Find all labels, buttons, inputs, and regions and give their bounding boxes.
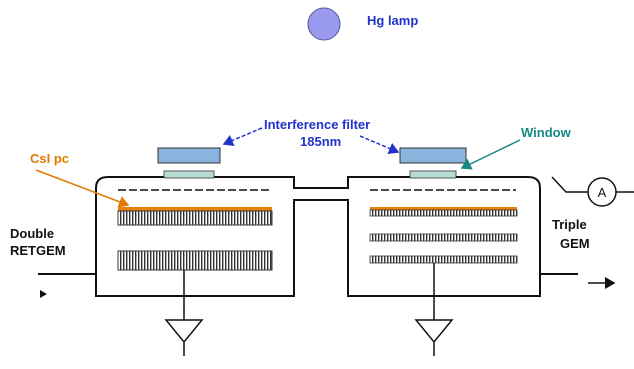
csi-photocathode-left [118,207,272,211]
csi-label: CsI pc [30,151,70,166]
filter-arrow-icon [222,127,263,147]
window-left [163,170,215,179]
hg-lamp-icon [307,7,341,41]
ammeter-icon [587,177,617,207]
gem-2 [369,233,518,242]
double-retgem-label-line2: RETGEM [10,243,66,258]
interference-filter-left [157,147,221,164]
chamber-outline [95,176,541,297]
left-input-arrow-icon [40,290,47,298]
ground-symbol-icon [164,319,204,356]
window-right [409,170,457,179]
interference-filter-right [399,147,467,164]
gem-3 [369,255,518,264]
triple-gem-label-line1: Triple [552,217,587,232]
ammeter-wire [551,176,588,193]
hg-lamp-label: Hg lamp [367,13,419,28]
ground-symbol-icon [414,319,454,356]
filter-label-line2: 185nm [300,134,342,149]
csi-photocathode-right [370,207,517,210]
filter-label-line1: Interference filter [264,117,371,132]
retgem-top [117,210,273,226]
double-retgem-label-line1: Double [10,226,55,241]
gem-1 [369,209,518,217]
triple-gem-label-line2: GEM [560,236,590,251]
ammeter-label: A [598,185,607,200]
filter-arrow-right-icon [359,135,400,155]
window-label: Window [521,125,571,140]
window-arrow-icon [460,139,521,170]
csi-arrow-icon [35,169,130,208]
retgem-bottom [117,250,273,271]
